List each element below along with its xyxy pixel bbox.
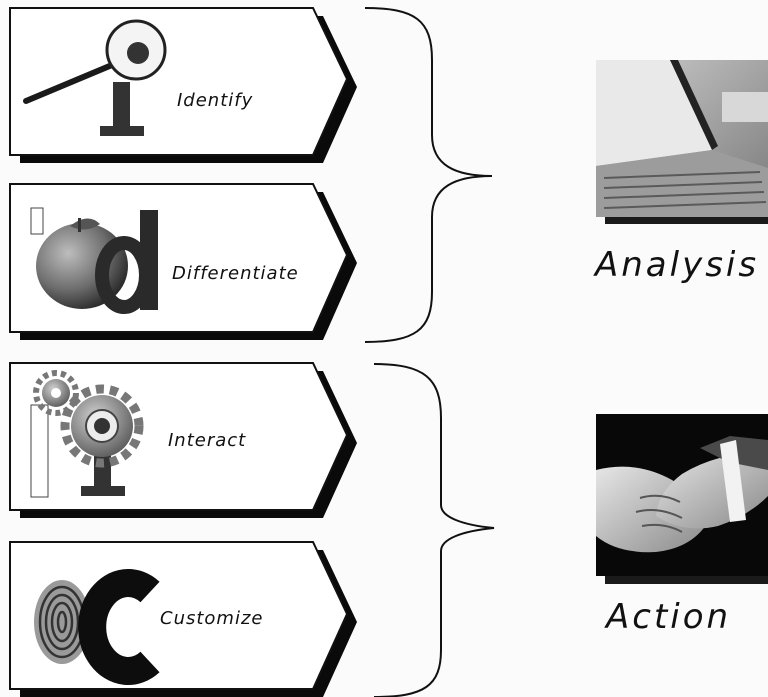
analysis-brace [364, 7, 493, 343]
step-identify [9, 7, 357, 163]
step-differentiate [9, 183, 357, 340]
group-label-action: Action [606, 597, 732, 637]
step-label-interact: Interact [168, 430, 247, 451]
fingerprint-icon [34, 569, 160, 685]
step-customize [9, 541, 357, 697]
step-label-identify: Identify [177, 90, 254, 111]
handshake-photo [596, 414, 768, 584]
group-label-analysis: Analysis [595, 245, 760, 285]
step-label-customize: Customize [160, 608, 264, 629]
laptop-photo [596, 60, 768, 224]
step-interact [9, 362, 357, 518]
action-brace [373, 363, 495, 697]
apple-icon [30, 207, 158, 314]
gears-icon [30, 370, 144, 498]
arrow-tag [9, 7, 349, 156]
step-label-differentiate: Differentiate [172, 263, 299, 284]
magnifier-icon [23, 19, 167, 136]
